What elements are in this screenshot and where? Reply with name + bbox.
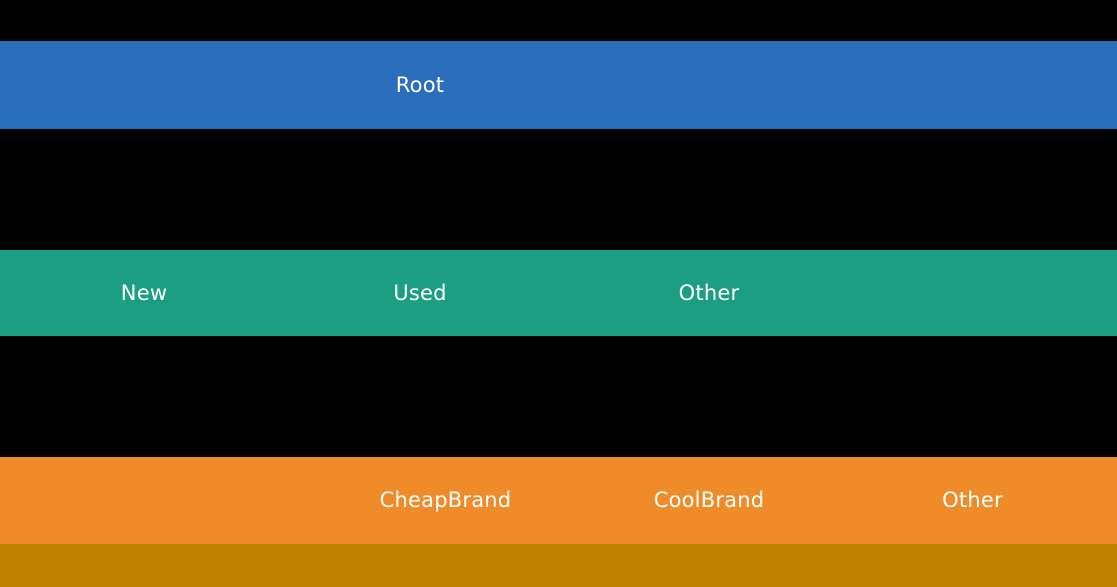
icicle-node-condition-level-4[interactable]: Used [520,250,608,336]
icicle-node-label: New [120,280,168,305]
icicle-node-label: Other [942,488,1003,512]
icicle-node-detail-level-0[interactable] [0,544,1117,587]
icicle-node-condition-level-0[interactable]: New [0,250,45,336]
icicle-node-brand-level-2[interactable]: CheapBrand [546,457,608,544]
icicle-node-root-level-0[interactable]: Root [0,41,320,129]
icicle-node-condition-level-5[interactable]: Other [608,250,810,336]
icicle-node-condition-level-6[interactable]: Other [810,250,1117,336]
icicle-node-label: Other [678,280,740,305]
icicle-node-label: Root [395,72,445,97]
icicle-node-brand-level-0[interactable]: CheapBrand [0,457,345,544]
icicle-node-label: Used [393,280,447,305]
icicle-node-brand-level-4[interactable]: CoolBrand [810,457,868,544]
icicle-node-brand-level-3[interactable]: CoolBrand [608,457,810,544]
icicle-node-label: CheapBrand [379,488,512,512]
icicle-node-condition-level-2[interactable]: New [243,250,320,336]
icicle-node-root-level-1[interactable]: Root [320,41,520,129]
icicle-node-brand-level-5[interactable]: Other [868,457,1077,544]
icicle-node-brand-level-6[interactable]: Other [1077,457,1117,544]
icicle-node-condition-level-3[interactable]: Used [320,250,520,336]
icicle-node-label: CoolBrand [653,488,765,512]
icicle-node-root-level-2[interactable]: Root [520,41,1117,129]
icicle-node-condition-level-1[interactable]: New [45,250,243,336]
icicle-node-brand-level-1[interactable]: CheapBrand [345,457,546,544]
